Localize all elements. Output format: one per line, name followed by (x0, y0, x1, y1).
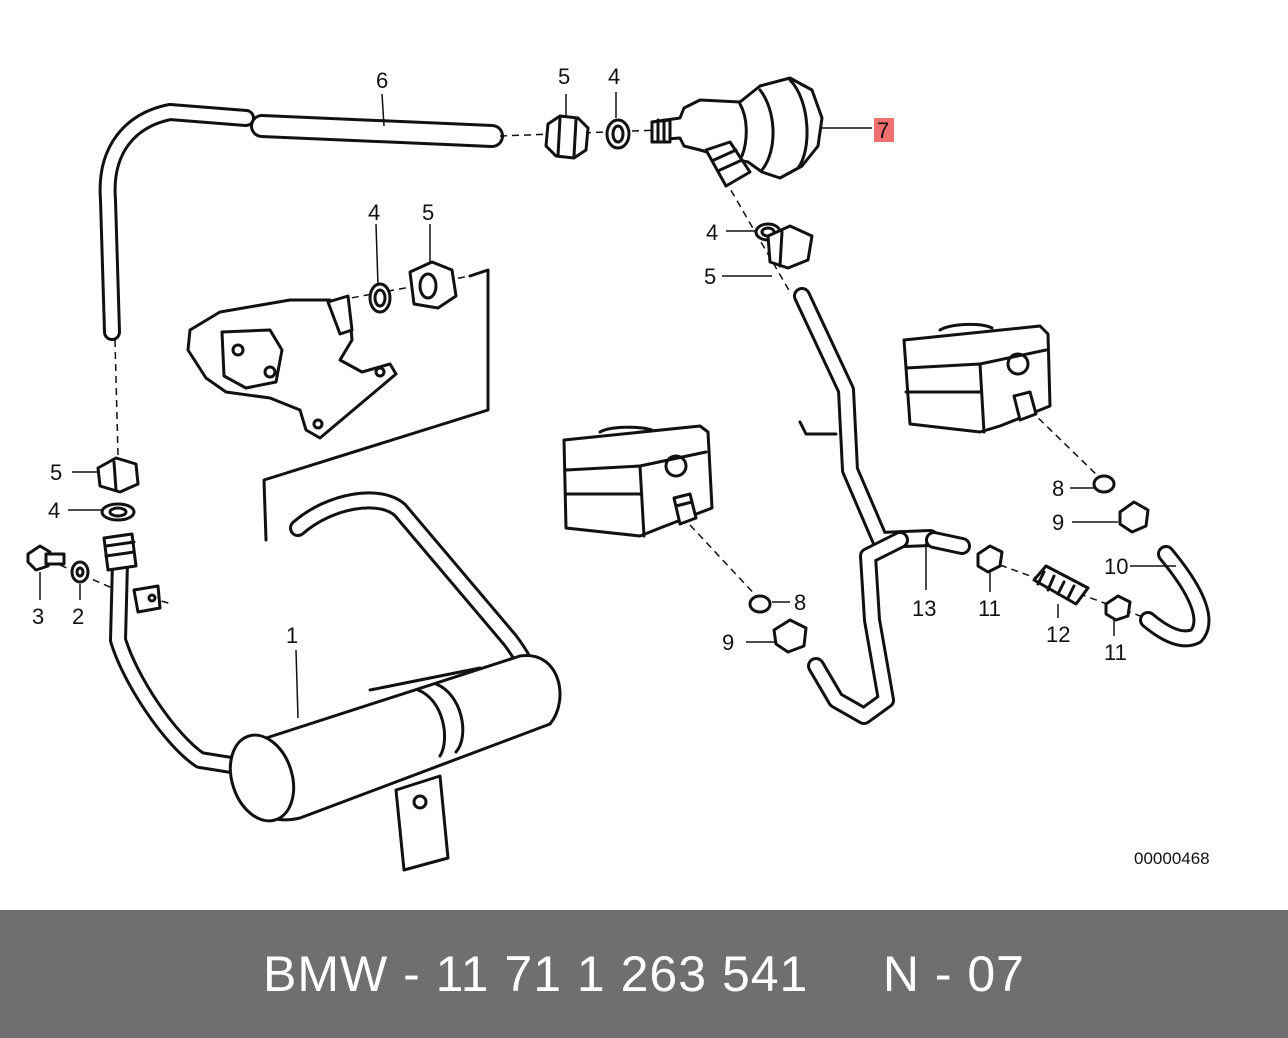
callout-6: 6 (376, 68, 388, 93)
callout-5-manifold: 5 (422, 200, 434, 225)
ring-4-left (100, 502, 136, 522)
callout-13: 13 (912, 596, 936, 621)
manifold-flange (186, 294, 398, 440)
callout-11-right: 11 (1104, 640, 1127, 665)
nut-5-left (96, 456, 140, 494)
callout-5-top: 5 (558, 64, 570, 89)
callout-11-left: 11 (978, 596, 1001, 621)
part-number-text: BMW - 11 71 1 263 541 N - 07 (263, 946, 1025, 1002)
spring-12 (1032, 564, 1090, 606)
ring-8-right (1092, 474, 1116, 494)
cylinder-head-right (902, 322, 1052, 434)
washer-2 (70, 560, 90, 584)
callout-3: 3 (32, 604, 44, 629)
nut-9-right (1118, 500, 1150, 534)
footer-bar: BMW - 11 71 1 263 541 N - 07 (0, 910, 1288, 1038)
fitting-left (102, 532, 138, 572)
nut-9-center (772, 618, 808, 654)
callout-9-center: 9 (722, 630, 734, 655)
ring-4-top (605, 118, 631, 150)
nut-11-left (976, 544, 1004, 574)
nut-11-right (1104, 594, 1132, 622)
hose-6 (98, 103, 504, 341)
callout-8-right: 8 (1052, 476, 1064, 501)
cylinder-head-center (562, 424, 714, 538)
callout-4-valve: 4 (706, 220, 718, 245)
parts-diagram-svg: 1 2 3 4 4 4 4 5 5 5 5 6 7 8 8 9 9 10 11 … (26, 64, 1211, 872)
callout-1: 1 (286, 623, 298, 648)
nut-5-manifold (408, 260, 458, 310)
callout-9-right: 9 (1052, 510, 1064, 535)
callout-2: 2 (72, 604, 84, 629)
bolt-3 (26, 544, 66, 572)
ring-8-center (748, 594, 772, 614)
callout-12: 12 (1046, 622, 1070, 647)
left-pipe (109, 553, 259, 777)
callout-5-left: 5 (50, 460, 62, 485)
callout-7-highlight (874, 118, 894, 142)
canister-1 (228, 654, 562, 872)
ring-4-manifold (368, 282, 392, 314)
callout-4-manifold: 4 (368, 200, 380, 225)
nut-5-mid (766, 224, 814, 270)
callout-8-center: 8 (794, 590, 806, 615)
pipe-to-canister (289, 491, 540, 699)
callout-10: 10 (1104, 554, 1128, 579)
pipe-13 (793, 287, 971, 725)
callout-5-valve: 5 (704, 264, 716, 289)
parts-diagram: 1 2 3 4 4 4 4 5 5 5 5 6 7 8 8 9 9 10 11 … (26, 64, 1211, 872)
callout-4-left: 4 (48, 498, 60, 523)
pipe-10 (1139, 545, 1211, 648)
valve-7 (650, 76, 824, 188)
callout-7: 7 (877, 118, 889, 143)
callout-4-top: 4 (608, 64, 620, 89)
nut-5-top (544, 114, 590, 160)
reference-number: 00000468 (1134, 849, 1210, 868)
